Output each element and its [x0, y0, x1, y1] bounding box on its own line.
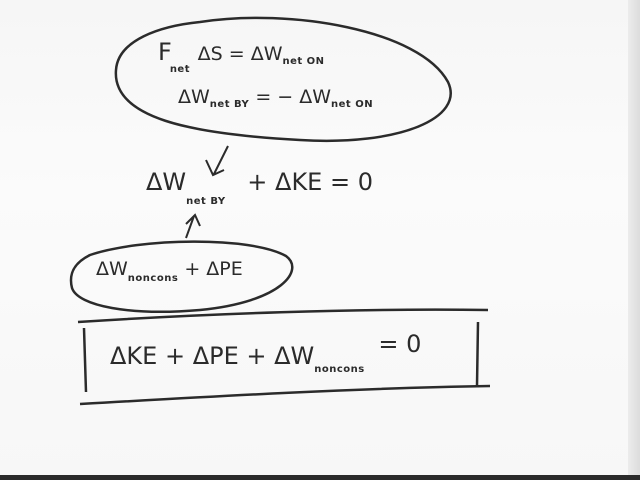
line5-equals-zero: = 0 — [378, 330, 422, 358]
ellipse-top — [114, 16, 452, 143]
arrow-down — [205, 145, 229, 177]
ellipse-bottom — [69, 240, 294, 313]
line4-work: ΔW — [96, 258, 128, 280]
board-edge — [628, 0, 640, 480]
line5-expression: ΔKE + ΔPE + ΔW — [110, 342, 315, 370]
equation-line-1: Fnet ΔS = ΔWnet ON — [158, 38, 325, 75]
line2-expression: = − ΔW — [255, 86, 332, 108]
line3-expression: + ΔKE = 0 — [247, 168, 373, 196]
boxed-equation: ΔKE + ΔPE + ΔWnoncons = 0 — [110, 332, 421, 375]
equation-line-4: ΔWnoncons + ΔPE — [96, 258, 243, 284]
force-symbol: F — [158, 38, 172, 66]
box-bottom — [79, 384, 491, 406]
line4-expression: + ΔPE — [184, 258, 243, 280]
box-right — [475, 321, 480, 387]
line4-subscript: noncons — [127, 273, 179, 284]
bottom-bar — [0, 475, 640, 480]
equation-line-2: ΔWnet BY = − ΔWnet ON — [178, 86, 374, 110]
line3-work: ΔW — [146, 168, 187, 196]
arrow-up — [185, 213, 201, 239]
line1-expression: ΔS = ΔW — [197, 43, 283, 65]
line2-subscript: net BY — [209, 99, 250, 110]
line3-subscript: net BY — [186, 196, 226, 207]
line1-subscript: net ON — [282, 56, 325, 67]
force-subscript: net — [169, 64, 190, 75]
box-left — [82, 327, 88, 393]
equation-line-3: ΔWnet BY + ΔKE = 0 — [146, 168, 373, 207]
box-top — [77, 308, 489, 324]
line2-subscript-2: net ON — [331, 99, 374, 110]
line2-work: ΔW — [178, 86, 210, 108]
line5-subscript: noncons — [314, 364, 365, 375]
